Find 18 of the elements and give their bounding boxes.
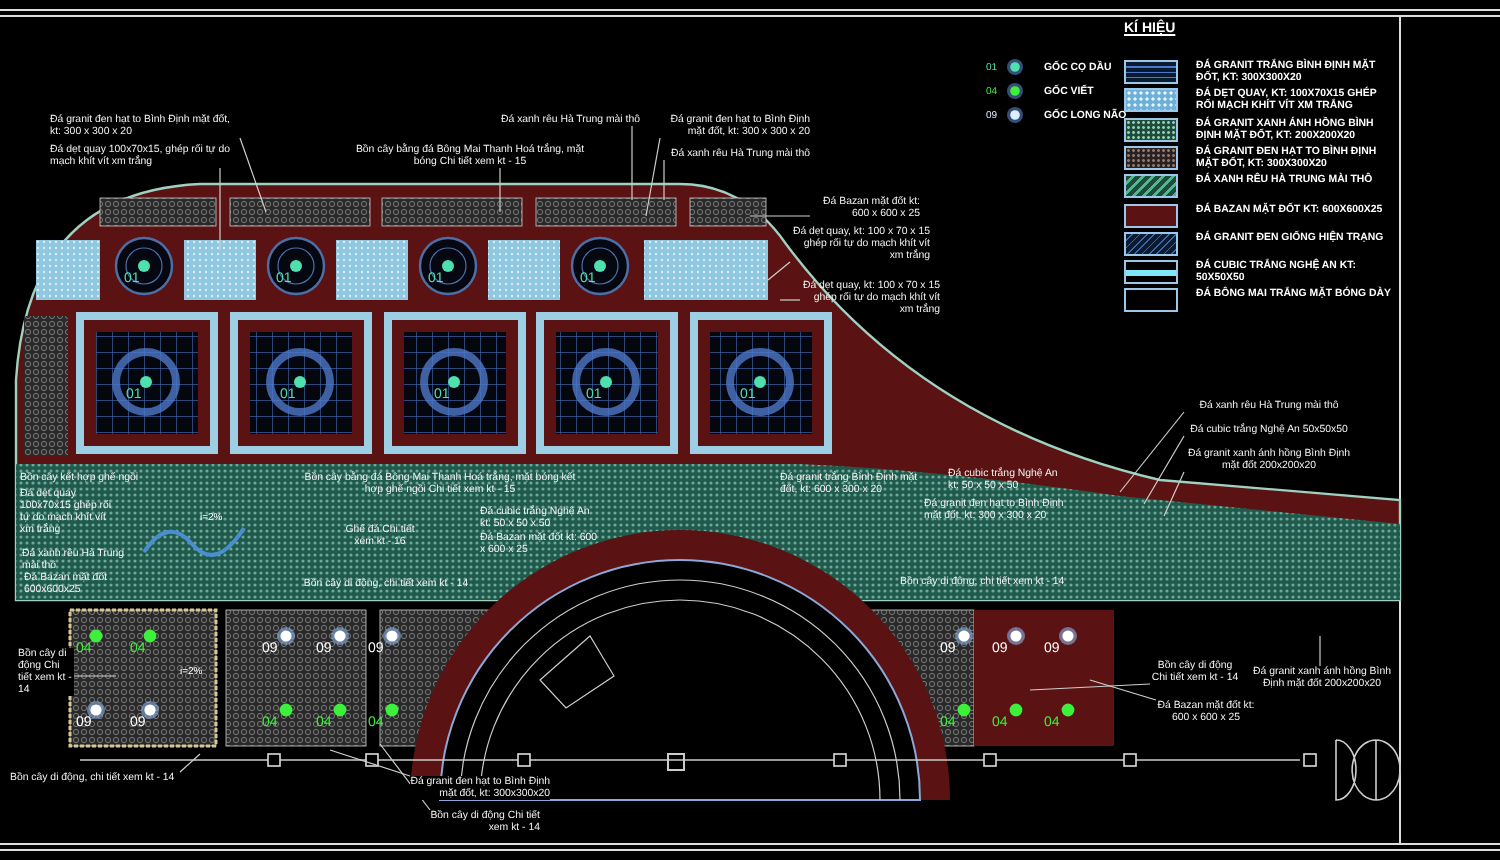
leader-line — [179, 753, 201, 773]
leader-line — [645, 137, 661, 217]
leader-line — [239, 137, 267, 213]
leader-line — [779, 299, 801, 301]
leader-line — [631, 125, 633, 201]
leader-line — [1319, 635, 1321, 667]
leader-line — [219, 167, 221, 251]
leader-line — [1089, 679, 1157, 701]
leader-line — [749, 215, 811, 217]
leader-line — [1163, 471, 1185, 517]
leader-line — [1143, 435, 1185, 505]
leader-line — [73, 675, 117, 677]
leader-line — [663, 159, 665, 201]
leader-line — [1119, 411, 1185, 493]
leader-line — [329, 749, 411, 777]
leader-line — [767, 261, 791, 281]
leader-line — [1029, 683, 1151, 691]
leader-line — [499, 167, 501, 213]
